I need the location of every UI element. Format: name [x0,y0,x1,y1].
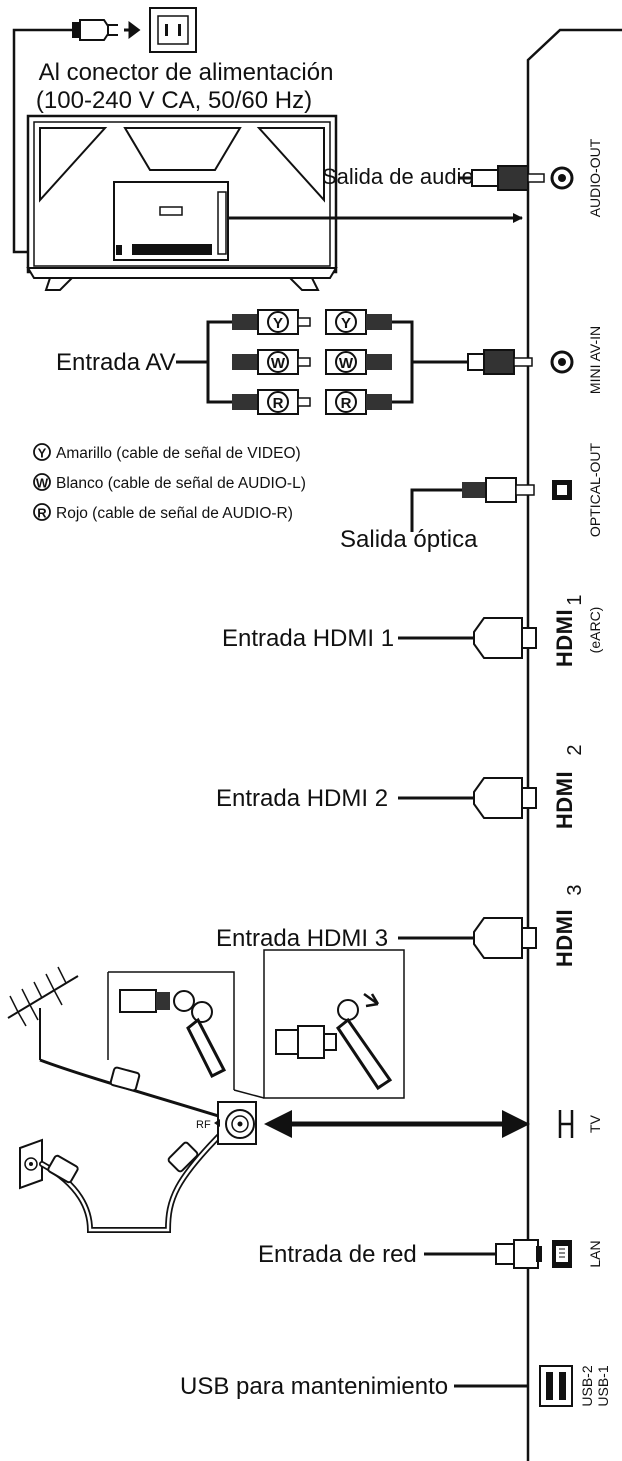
antenna-rf-section: RF TV [7,949,603,1233]
hdmi-logo: HDMI [552,609,577,667]
legend-yellow-text: Amarillo (cable de señal de VIDEO) [56,445,301,462]
hdmi3-row: Entrada HDMI 3 HDMI 3 [216,884,586,967]
hdmi2-label: Entrada HDMI 2 [216,785,388,812]
power-plug-icon [72,19,118,41]
mini-av-plug-icon [483,349,515,375]
legend-letter: W [36,476,49,491]
panel-lan-label: LAN [587,1240,603,1267]
rf-inset-left [107,971,235,1090]
hdmi3-label: Entrada HDMI 3 [216,925,388,952]
legend-letter: Y [38,446,47,461]
rf-label: RF [196,1119,211,1131]
white-plug-icon [335,351,357,373]
arrow-right-icon [124,21,141,39]
antenna-icon [7,966,79,1060]
panel-mini-av-in-label: MINI AV-IN [587,326,603,394]
usb-row: USB para mantenimiento USB-2 USB-1 [180,1365,611,1407]
lan-row: Entrada de red LAN [258,1239,603,1269]
wall-outlet-icon [149,7,197,53]
panel-audio-out-label: AUDIO-OUT [587,138,603,217]
power-section: Al conector de alimentación (100-240 V C… [12,7,334,254]
yellow-letter: Y [341,315,351,332]
ethernet-plug-icon [495,1243,515,1265]
antenna-port-icon [558,1110,574,1138]
usb-label: USB para mantenimiento [180,1373,448,1400]
hdmi-logo: HDMI [552,771,577,829]
hdmi1-row: Entrada HDMI 1 HDMI 1 (eARC) [222,594,603,667]
rf-inset-right [263,949,405,1099]
yellow-letter: Y [273,315,283,332]
hdmi1-label: Entrada HDMI 1 [222,625,394,652]
lan-label: Entrada de red [258,1241,417,1268]
hdmi-plug-icon [473,917,523,959]
hdmi2-row: Entrada HDMI 2 HDMI 2 [216,744,586,829]
wall-socket-icon [19,1138,43,1190]
hdmi1-number: 1 [564,594,586,605]
av-in-row: Entrada AV Y Y W W R R [56,309,603,415]
red-plug-icon [335,391,357,413]
tv-rear-illustration [26,114,523,291]
av-in-label: Entrada AV [56,349,176,376]
audio-plug-icon [471,169,499,187]
legend-white-text: Blanco (cable de señal de AUDIO-L) [56,475,306,492]
hdmi3-number: 3 [564,884,586,895]
usb-ports-icon [539,1365,573,1407]
hdmi-plug-icon [473,617,523,659]
hdmi1-earc-label: (eARC) [587,607,603,654]
panel-tv-label: TV [587,1114,603,1133]
panel-optical-out-label: OPTICAL-OUT [587,442,603,537]
red-plug-icon [267,391,289,413]
yellow-plug-icon [267,311,289,333]
optical-plug-icon [462,482,486,498]
hdmi-plug-icon [473,777,523,819]
white-plug-icon [267,351,289,373]
white-letter: W [339,355,354,372]
rf-port-icon [217,1101,257,1145]
white-letter: W [271,355,286,372]
hdmi2-number: 2 [564,744,586,755]
audio-out-label: Salida de audio [322,164,474,189]
red-letter: R [273,395,284,412]
hdmi-logo: HDMI [552,909,577,967]
side-panel-outline [526,28,622,1461]
red-letter: R [341,395,352,412]
legend-letter: R [37,506,47,521]
optical-out-row: OPTICAL-OUT Salida óptica [340,442,603,553]
optical-label: Salida óptica [340,526,478,553]
yellow-plug-icon [335,311,357,333]
power-label-line2: (100-240 V CA, 50/60 Hz) [36,87,312,114]
audio-out-row: Salida de audio AUDIO-OUT [322,138,603,217]
power-label-line1: Al conector de alimentación [39,59,334,86]
legend-red-text: Rojo (cable de señal de AUDIO-R) [56,505,293,522]
panel-usb2-label: USB-2 [579,1365,595,1406]
panel-usb1-label: USB-1 [595,1365,611,1406]
color-legend: Y Amarillo (cable de señal de VIDEO) W B… [33,443,306,522]
